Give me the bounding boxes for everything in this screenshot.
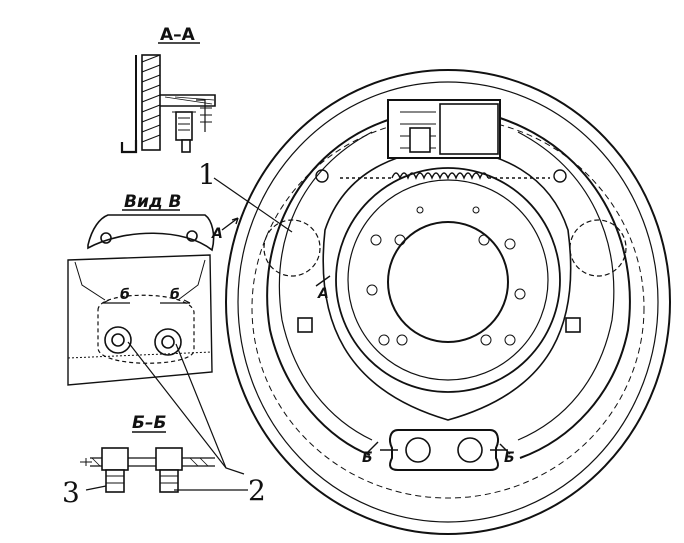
section-arrows bbox=[221, 217, 511, 455]
delta-right-mark: б bbox=[170, 287, 180, 303]
section-a-lower-mark: А bbox=[317, 286, 329, 302]
section-a-detail bbox=[120, 42, 216, 154]
wheel-hub bbox=[322, 149, 572, 421]
section-a-upper-mark: А bbox=[211, 226, 223, 242]
delta-left-mark: б bbox=[120, 287, 130, 303]
leader-lines bbox=[85, 177, 293, 491]
section-b-right-mark: Б bbox=[504, 450, 515, 466]
callout-1: 1 bbox=[198, 158, 216, 191]
brake-shoes bbox=[266, 117, 631, 459]
section-a-label: А–А bbox=[160, 25, 196, 45]
wheel-cylinder bbox=[387, 99, 501, 159]
callout-2: 2 bbox=[248, 474, 266, 507]
brake-backing-plate bbox=[225, 69, 671, 535]
adjuster-link bbox=[380, 429, 508, 471]
return-spring bbox=[315, 169, 567, 183]
callout-3: 3 bbox=[62, 476, 80, 509]
section-b-detail bbox=[80, 431, 215, 493]
view-v-label: Вид В bbox=[124, 192, 181, 212]
anchor-cutouts bbox=[263, 219, 627, 277]
section-b-label: Б–Б bbox=[132, 413, 166, 433]
section-b-left-mark: Б bbox=[362, 450, 373, 466]
view-v-detail bbox=[67, 209, 215, 386]
